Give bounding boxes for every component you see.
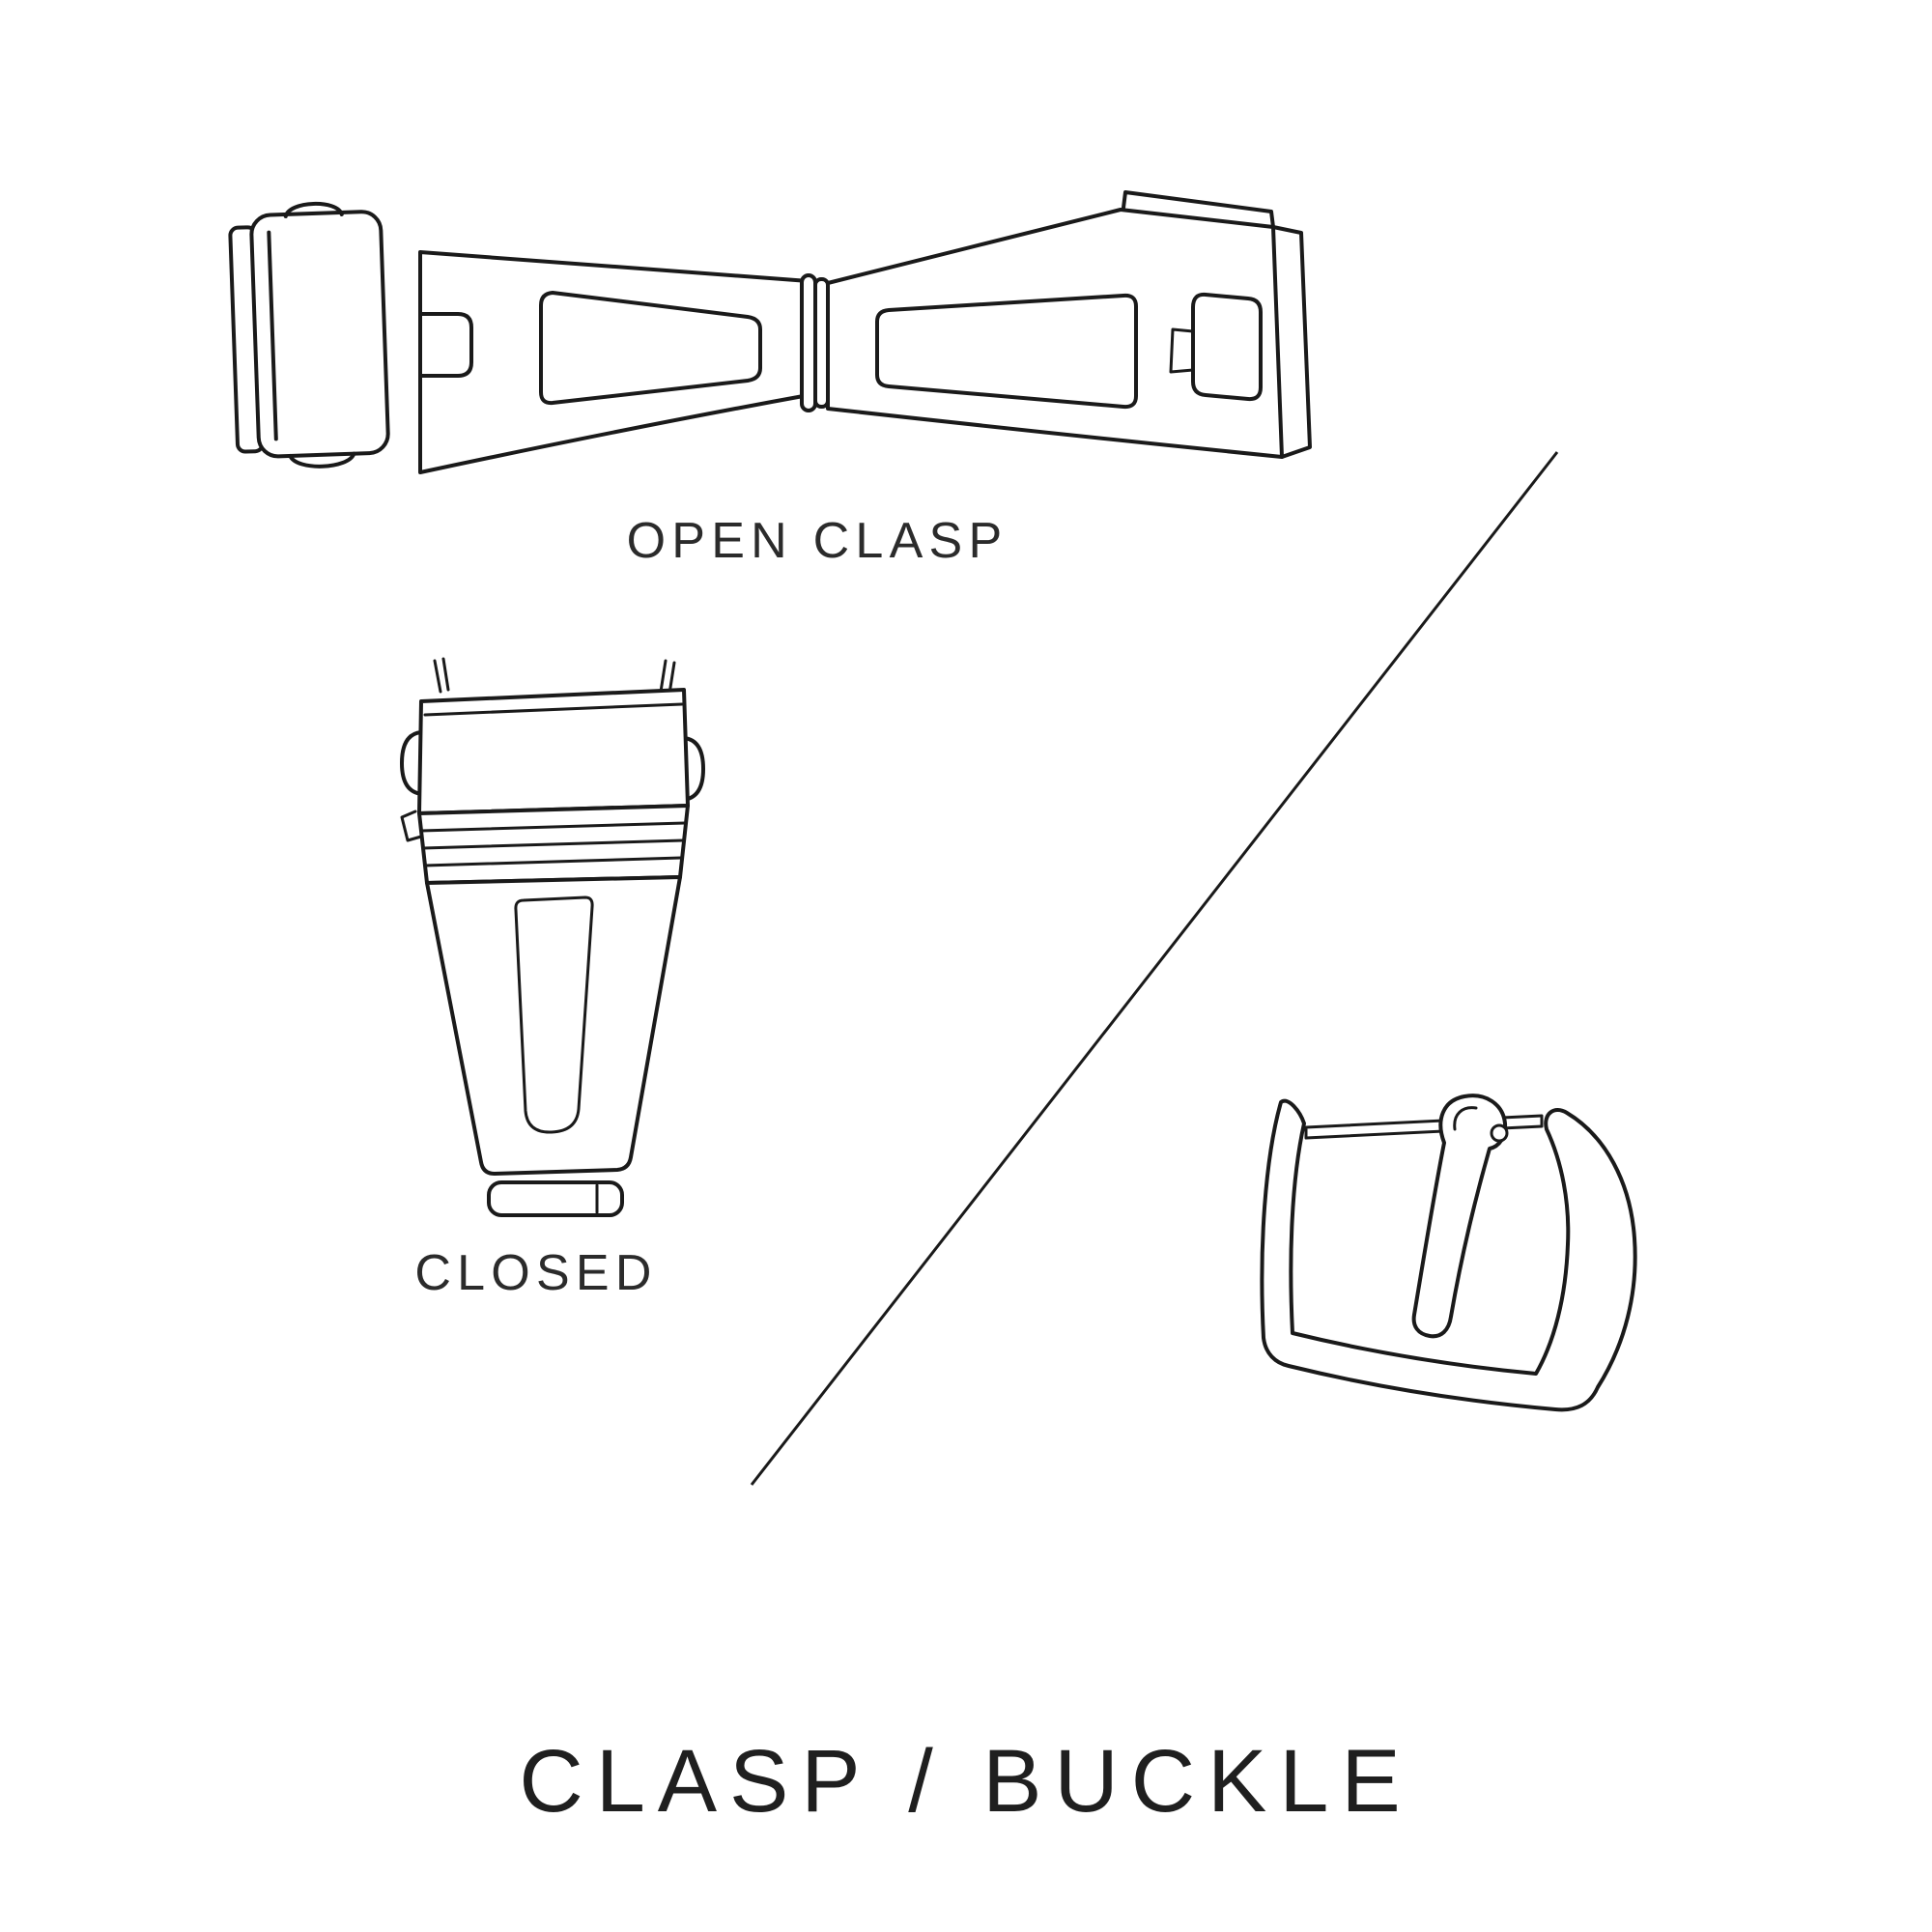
- buckle-figure: [1246, 1087, 1652, 1425]
- diagram-title: CLASP / BUCKLE: [519, 1732, 1413, 1831]
- buckle-coil: [1490, 1123, 1509, 1143]
- open-clasp-label: OPEN CLASP: [626, 513, 1009, 569]
- closed-clasp-illustration: [400, 657, 705, 1217]
- buckle-illustration: [1260, 1094, 1637, 1412]
- clasp-fold-band: [400, 804, 690, 885]
- clasp-prongs: [433, 657, 676, 696]
- open-clasp-figure: [222, 179, 1314, 497]
- clasp-hinge: [800, 273, 830, 412]
- clasp-body: [425, 875, 682, 1176]
- clasp-right-link: [826, 190, 1312, 459]
- clasp-left-link: [418, 250, 810, 474]
- closed-clasp-label: CLOSED: [414, 1245, 658, 1301]
- open-clasp-illustration: [228, 190, 1312, 474]
- clasp-left-cap: [228, 201, 390, 469]
- clasp-top-box: [400, 688, 705, 815]
- closed-clasp-figure: [386, 657, 705, 1227]
- clasp-foot: [487, 1180, 624, 1217]
